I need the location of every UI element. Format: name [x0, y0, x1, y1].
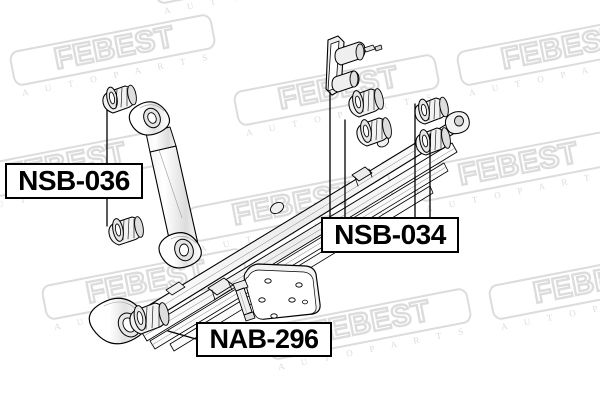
arm-bushing	[129, 302, 170, 335]
part-label-nsb-036-text: NSB-036	[18, 165, 130, 196]
spring-clamp	[351, 166, 373, 187]
bushing-b	[356, 117, 392, 147]
part-label-nsb-034-text: NSB-034	[334, 219, 446, 250]
part-label-nsb-034: NSB-034	[321, 217, 459, 253]
leader-lines	[106, 91, 431, 340]
shock-absorber	[128, 101, 202, 269]
centre-bolt	[270, 201, 284, 215]
centre-bolt-boss	[165, 281, 186, 296]
u-bolt-plate	[232, 263, 321, 322]
rebound-clip	[207, 277, 234, 301]
part-label-nab-296-text: NAB-296	[209, 324, 319, 354]
shock-upper-bushing	[102, 84, 137, 114]
part-label-nab-296: NAB-296	[196, 322, 332, 357]
leader-nab296	[167, 330, 197, 340]
bushing-c	[414, 96, 449, 125]
bushing-d	[415, 127, 451, 156]
part-label-nsb-036: NSB-036	[5, 163, 143, 199]
shock-lower-bushing	[108, 216, 144, 246]
shackle-bracket	[325, 35, 383, 96]
bushing-a	[348, 88, 384, 118]
